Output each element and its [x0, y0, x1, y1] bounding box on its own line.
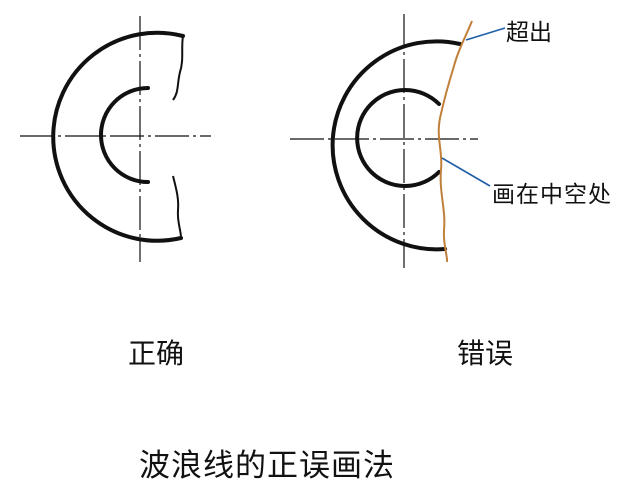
correct-outer-arc: [51, 30, 185, 243]
wrong-outer-arc: [330, 39, 462, 252]
correct-inner-arc: [99, 86, 150, 184]
wrong-figure: [290, 14, 506, 268]
caption-correct: 正确: [128, 337, 185, 370]
correct-wave-line-top: [172, 35, 184, 101]
correct-figure: [20, 16, 211, 262]
leader-hollow: [441, 157, 491, 187]
correct-wave-line-bottom: [172, 175, 182, 239]
annotation-over: 超出: [506, 20, 552, 46]
leader-over: [465, 27, 506, 41]
caption-wrong: 错误: [457, 337, 514, 370]
annotation-hollow: 画在中空处: [492, 182, 612, 208]
diagram-title: 波浪线的正误画法: [139, 448, 395, 484]
wrong-wave-line: [437, 20, 473, 263]
wrong-inner-arc: [355, 88, 441, 188]
